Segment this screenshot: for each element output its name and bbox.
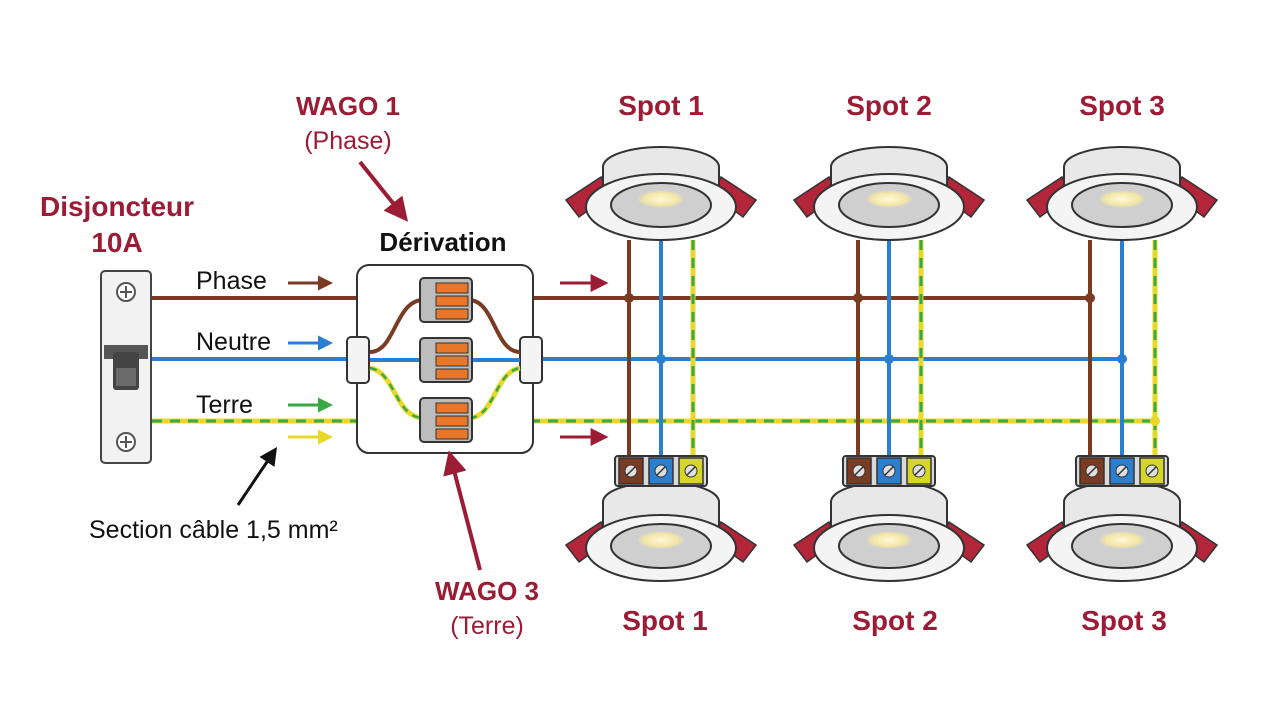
spot-top-1 xyxy=(564,146,758,241)
spot-top-1-label: Spot 1 xyxy=(618,90,704,121)
spot-top-3 xyxy=(1025,146,1219,241)
wago1-name: WAGO 1 xyxy=(296,91,400,121)
spot-bottom-1 xyxy=(564,455,758,582)
cable-section-label: Section câble 1,5 mm² xyxy=(89,516,338,544)
spot-top-2-label: Spot 2 xyxy=(846,90,932,121)
wago1-role: (Phase) xyxy=(304,127,392,155)
spot-bottom-1-label: Spot 1 xyxy=(622,605,708,636)
neutral-label: Neutre xyxy=(196,328,271,356)
spot-top-2 xyxy=(792,146,986,241)
wago-connector-neutral xyxy=(419,337,473,383)
wago-connector-earth xyxy=(419,397,473,443)
wago1-pointer-arrow xyxy=(358,160,409,222)
spot-bottom-3 xyxy=(1025,455,1219,582)
wago3-pointer-arrow xyxy=(443,450,482,571)
breaker-rating: 10A xyxy=(91,227,142,258)
breaker xyxy=(100,270,152,464)
wago3-name: WAGO 3 xyxy=(435,576,539,606)
phase-label: Phase xyxy=(196,267,267,295)
wago3-role: (Terre) xyxy=(450,612,524,640)
wire-arrows xyxy=(288,274,609,446)
spot-bottom-2-label: Spot 2 xyxy=(852,605,938,636)
cable-pointer-arrow xyxy=(236,447,278,506)
junction-box xyxy=(346,264,543,454)
junction-title: Dérivation xyxy=(379,227,506,257)
earth-label: Terre xyxy=(196,391,253,419)
spot-bottom-3-label: Spot 3 xyxy=(1081,605,1167,636)
wago-connector-phase xyxy=(419,277,473,323)
main-wires xyxy=(152,296,1156,424)
spot-bottom-2 xyxy=(792,455,986,582)
breaker-title: Disjoncteur xyxy=(40,191,194,222)
spot-drops xyxy=(624,240,1160,460)
spot-top-3-label: Spot 3 xyxy=(1079,90,1165,121)
